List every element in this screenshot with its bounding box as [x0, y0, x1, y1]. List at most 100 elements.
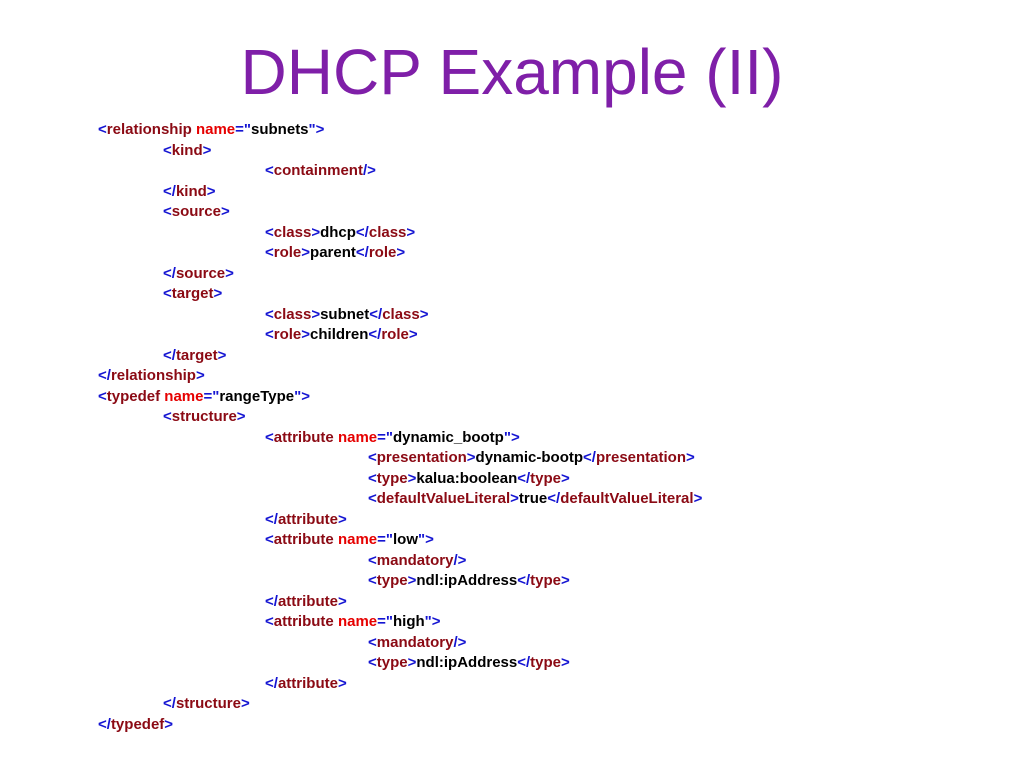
code-line: <typedef name="rangeType">: [98, 387, 998, 408]
xml-text: high: [393, 613, 425, 630]
xml-punctuation: </: [163, 695, 176, 712]
code-line: <role>children</role>: [98, 325, 998, 346]
xml-punctuation: >: [561, 654, 570, 671]
xml-element-name: type: [376, 469, 408, 487]
xml-attribute-name: name: [337, 613, 378, 630]
xml-punctuation: />: [362, 162, 376, 179]
code-line: </attribute>: [98, 592, 998, 613]
code-line: <type>ndl:ipAddress</type>: [98, 571, 998, 592]
xml-punctuation: />: [453, 551, 467, 569]
xml-punctuation: >: [337, 674, 347, 692]
xml-punctuation: >: [311, 305, 321, 323]
xml-punctuation: </: [369, 305, 383, 323]
xml-element-name: target: [175, 346, 218, 364]
xml-element-name: attribute: [273, 531, 334, 548]
xml-element-name: role: [273, 326, 302, 343]
xml-punctuation: >: [407, 654, 417, 671]
code-line: </relationship>: [98, 366, 998, 387]
xml-attribute-name: name: [195, 121, 236, 138]
code-line: </typedef>: [98, 715, 998, 736]
xml-punctuation: <: [265, 613, 274, 630]
xml-punctuation: >: [686, 449, 695, 466]
xml-punctuation: </: [368, 326, 382, 343]
code-line: <class>dhcp</class>: [98, 223, 998, 244]
xml-punctuation: >: [407, 572, 417, 589]
xml-element-name: containment: [273, 162, 363, 179]
xml-punctuation: <: [368, 654, 377, 671]
code-line: <type>kalua:boolean</type>: [98, 469, 998, 490]
code-line: </source>: [98, 264, 998, 285]
code-line: <relationship name="subnets">: [98, 120, 998, 141]
xml-text: rangeType: [219, 387, 295, 405]
xml-element-name: relationship: [110, 367, 196, 384]
xml-punctuation: >: [195, 367, 205, 384]
xml-punctuation: >: [561, 572, 570, 589]
code-line: <structure>: [98, 407, 998, 428]
xml-punctuation: >: [408, 326, 418, 343]
xml-punctuation: <: [163, 141, 172, 159]
xml-punctuation: </: [517, 469, 531, 487]
xml-punctuation: <: [368, 490, 377, 507]
xml-punctuation: </: [517, 654, 531, 671]
xml-element-name: structure: [175, 695, 241, 712]
xml-punctuation: <: [265, 531, 274, 548]
code-line: <defaultValueLiteral>true</defaultValueL…: [98, 489, 998, 510]
xml-punctuation: >: [213, 285, 223, 302]
xml-attribute-name: name: [337, 531, 378, 548]
code-line: <presentation>dynamic-bootp</presentatio…: [98, 448, 998, 469]
xml-text: true: [518, 490, 548, 507]
code-line: <source>: [98, 202, 998, 223]
xml-punctuation: ">: [503, 428, 520, 446]
xml-element-name: class: [273, 223, 312, 241]
code-line: <attribute name="high">: [98, 612, 998, 633]
xml-punctuation: >: [561, 469, 570, 487]
xml-punctuation: </: [265, 510, 278, 528]
code-line: <kind>: [98, 141, 998, 162]
xml-punctuation: <: [368, 633, 377, 651]
xml-punctuation: >: [337, 592, 347, 610]
xml-punctuation: <: [265, 223, 274, 241]
xml-punctuation: </: [98, 367, 111, 384]
xml-element-name: type: [530, 654, 561, 671]
code-line: </attribute>: [98, 510, 998, 531]
xml-element-name: presentation: [595, 449, 686, 466]
xml-element-name: type: [376, 572, 408, 589]
xml-text: ndl:ipAddress: [416, 572, 518, 589]
xml-punctuation: >: [164, 715, 174, 733]
xml-text: ndl:ipAddress: [416, 654, 518, 671]
xml-punctuation: >: [406, 223, 416, 241]
xml-element-name: type: [530, 469, 562, 487]
xml-attribute-name: name: [164, 387, 204, 405]
xml-element-name: class: [368, 223, 407, 241]
xml-punctuation: </: [355, 223, 369, 241]
xml-code-block: <relationship name="subnets"><kind><cont…: [98, 120, 998, 735]
xml-punctuation: >: [206, 182, 216, 200]
xml-attribute-name: name: [337, 428, 378, 446]
xml-element-name: typedef: [110, 715, 165, 733]
xml-element-name: defaultValueLiteral: [560, 490, 694, 507]
xml-element-name: attribute: [273, 613, 334, 630]
xml-punctuation: </: [163, 346, 176, 364]
xml-punctuation: >: [510, 490, 519, 507]
xml-element-name: attribute: [277, 592, 338, 610]
xml-punctuation: >: [240, 695, 250, 712]
xml-punctuation: </: [583, 449, 596, 466]
xml-punctuation: <: [368, 469, 377, 487]
xml-text: dynamic-bootp: [475, 449, 584, 466]
xml-punctuation: <: [98, 387, 107, 405]
xml-element-name: class: [273, 305, 312, 323]
xml-punctuation: ">: [308, 121, 325, 138]
xml-punctuation: >: [693, 490, 703, 507]
xml-text: children: [310, 326, 369, 343]
code-line: </kind>: [98, 182, 998, 203]
xml-element-name: relationship: [106, 121, 192, 138]
xml-text: dynamic_bootp: [393, 428, 504, 446]
xml-punctuation: ">: [294, 387, 310, 405]
xml-punctuation: >: [225, 264, 234, 282]
xml-punctuation: >: [236, 408, 246, 425]
xml-text: parent: [310, 244, 356, 261]
xml-punctuation: >: [311, 223, 321, 241]
xml-element-name: kind: [171, 141, 203, 159]
xml-element-name: defaultValueLiteral: [376, 490, 511, 507]
